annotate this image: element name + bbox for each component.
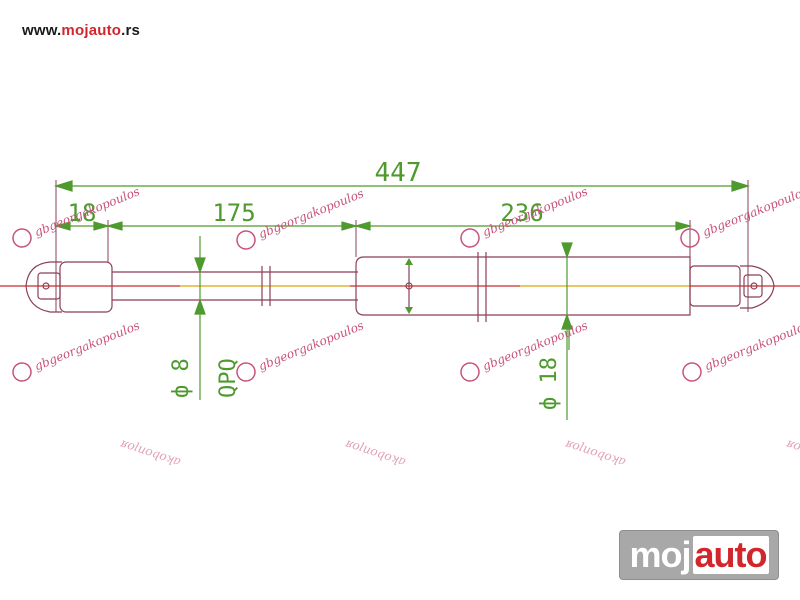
dimension-thread: QPQ — [216, 358, 241, 398]
body-markers — [405, 258, 413, 314]
watermark-badge-icon — [12, 228, 32, 248]
watermark-text: gbgeorgakopoulos — [700, 184, 800, 239]
watermark-stamp: gbgeorgakopoulos — [12, 318, 142, 382]
site-url-brand: mojauto — [61, 22, 122, 39]
watermark-faint-text: ʁoluoqoʞɐ — [563, 435, 628, 468]
watermark-stamp: gbgeorgakopoulos — [236, 318, 366, 382]
watermark-badge-icon — [236, 230, 256, 250]
right-end-fitting — [689, 265, 775, 309]
watermark-text: gbgeorgakopoulos — [256, 186, 365, 241]
watermark-badge-icon — [460, 228, 480, 248]
watermark-badge-icon — [682, 362, 702, 382]
left-end-fitting — [25, 261, 113, 313]
watermark-text: gbgeorgakopoulos — [480, 318, 589, 373]
site-url-suffix: .rs — [121, 22, 141, 39]
dimension-total-length: 447 — [375, 158, 422, 188]
watermark-stamp: gbgeorgakopoulos — [680, 184, 800, 248]
site-url-prefix: www. — [22, 22, 62, 39]
watermark-badge-icon — [12, 362, 32, 382]
dimension-rod-diameter: ф 8 — [169, 358, 194, 398]
watermark-stamp: gbgeorgakopoulos — [460, 318, 590, 382]
watermark-text: gbgeorgakopoulos — [256, 318, 365, 373]
watermark-text: gbgeorgakopoulos — [480, 184, 589, 239]
watermark-text: gbgeorgakopoulos — [32, 318, 141, 373]
watermark-badge-icon — [236, 362, 256, 382]
dimension-rod-length: 175 — [212, 199, 255, 227]
cylinder-body — [355, 252, 691, 322]
watermark-badge-icon — [460, 362, 480, 382]
logo-part-a: moj — [629, 534, 691, 575]
watermark-stamp: gbgeorgakopoulos — [460, 184, 590, 248]
dimension-end-length: 18 — [68, 199, 97, 227]
watermark-faint-row: ʁoluoqoʞɐ ʁoluoqoʞɐ ʁoluoqoʞɐ ʁoluoqoʞɐ — [118, 435, 800, 468]
watermark-text: gbgeorgakopoulos — [702, 318, 800, 373]
logo-part-b: auto — [692, 534, 769, 575]
watermark-badge-icon — [680, 228, 700, 248]
watermark-stamps: gbgeorgakopoulos gbgeorgakopoulos gbgeorga… — [12, 184, 800, 382]
watermark-faint-text: ʁoluoqoʞɐ — [343, 435, 408, 468]
dimension-body-diameter: ф 18 — [537, 357, 562, 410]
watermark-faint-text: ʁoluoqoʞɐ — [118, 435, 183, 468]
dimension-body-length: 236 — [500, 199, 543, 227]
extension-lines — [55, 180, 749, 312]
site-url[interactable]: www.mojauto.rs — [22, 22, 140, 39]
watermark-text: gbgeorgakopoulos — [32, 184, 141, 239]
watermark-stamp: gbgeorgakopoulos — [12, 184, 142, 248]
watermark-faint-text: ʁoluoqoʞɐ — [784, 435, 800, 468]
watermark-stamp: gbgeorgakopoulos — [682, 318, 800, 382]
piston-rod — [112, 266, 358, 306]
dimension-lines — [53, 180, 751, 420]
